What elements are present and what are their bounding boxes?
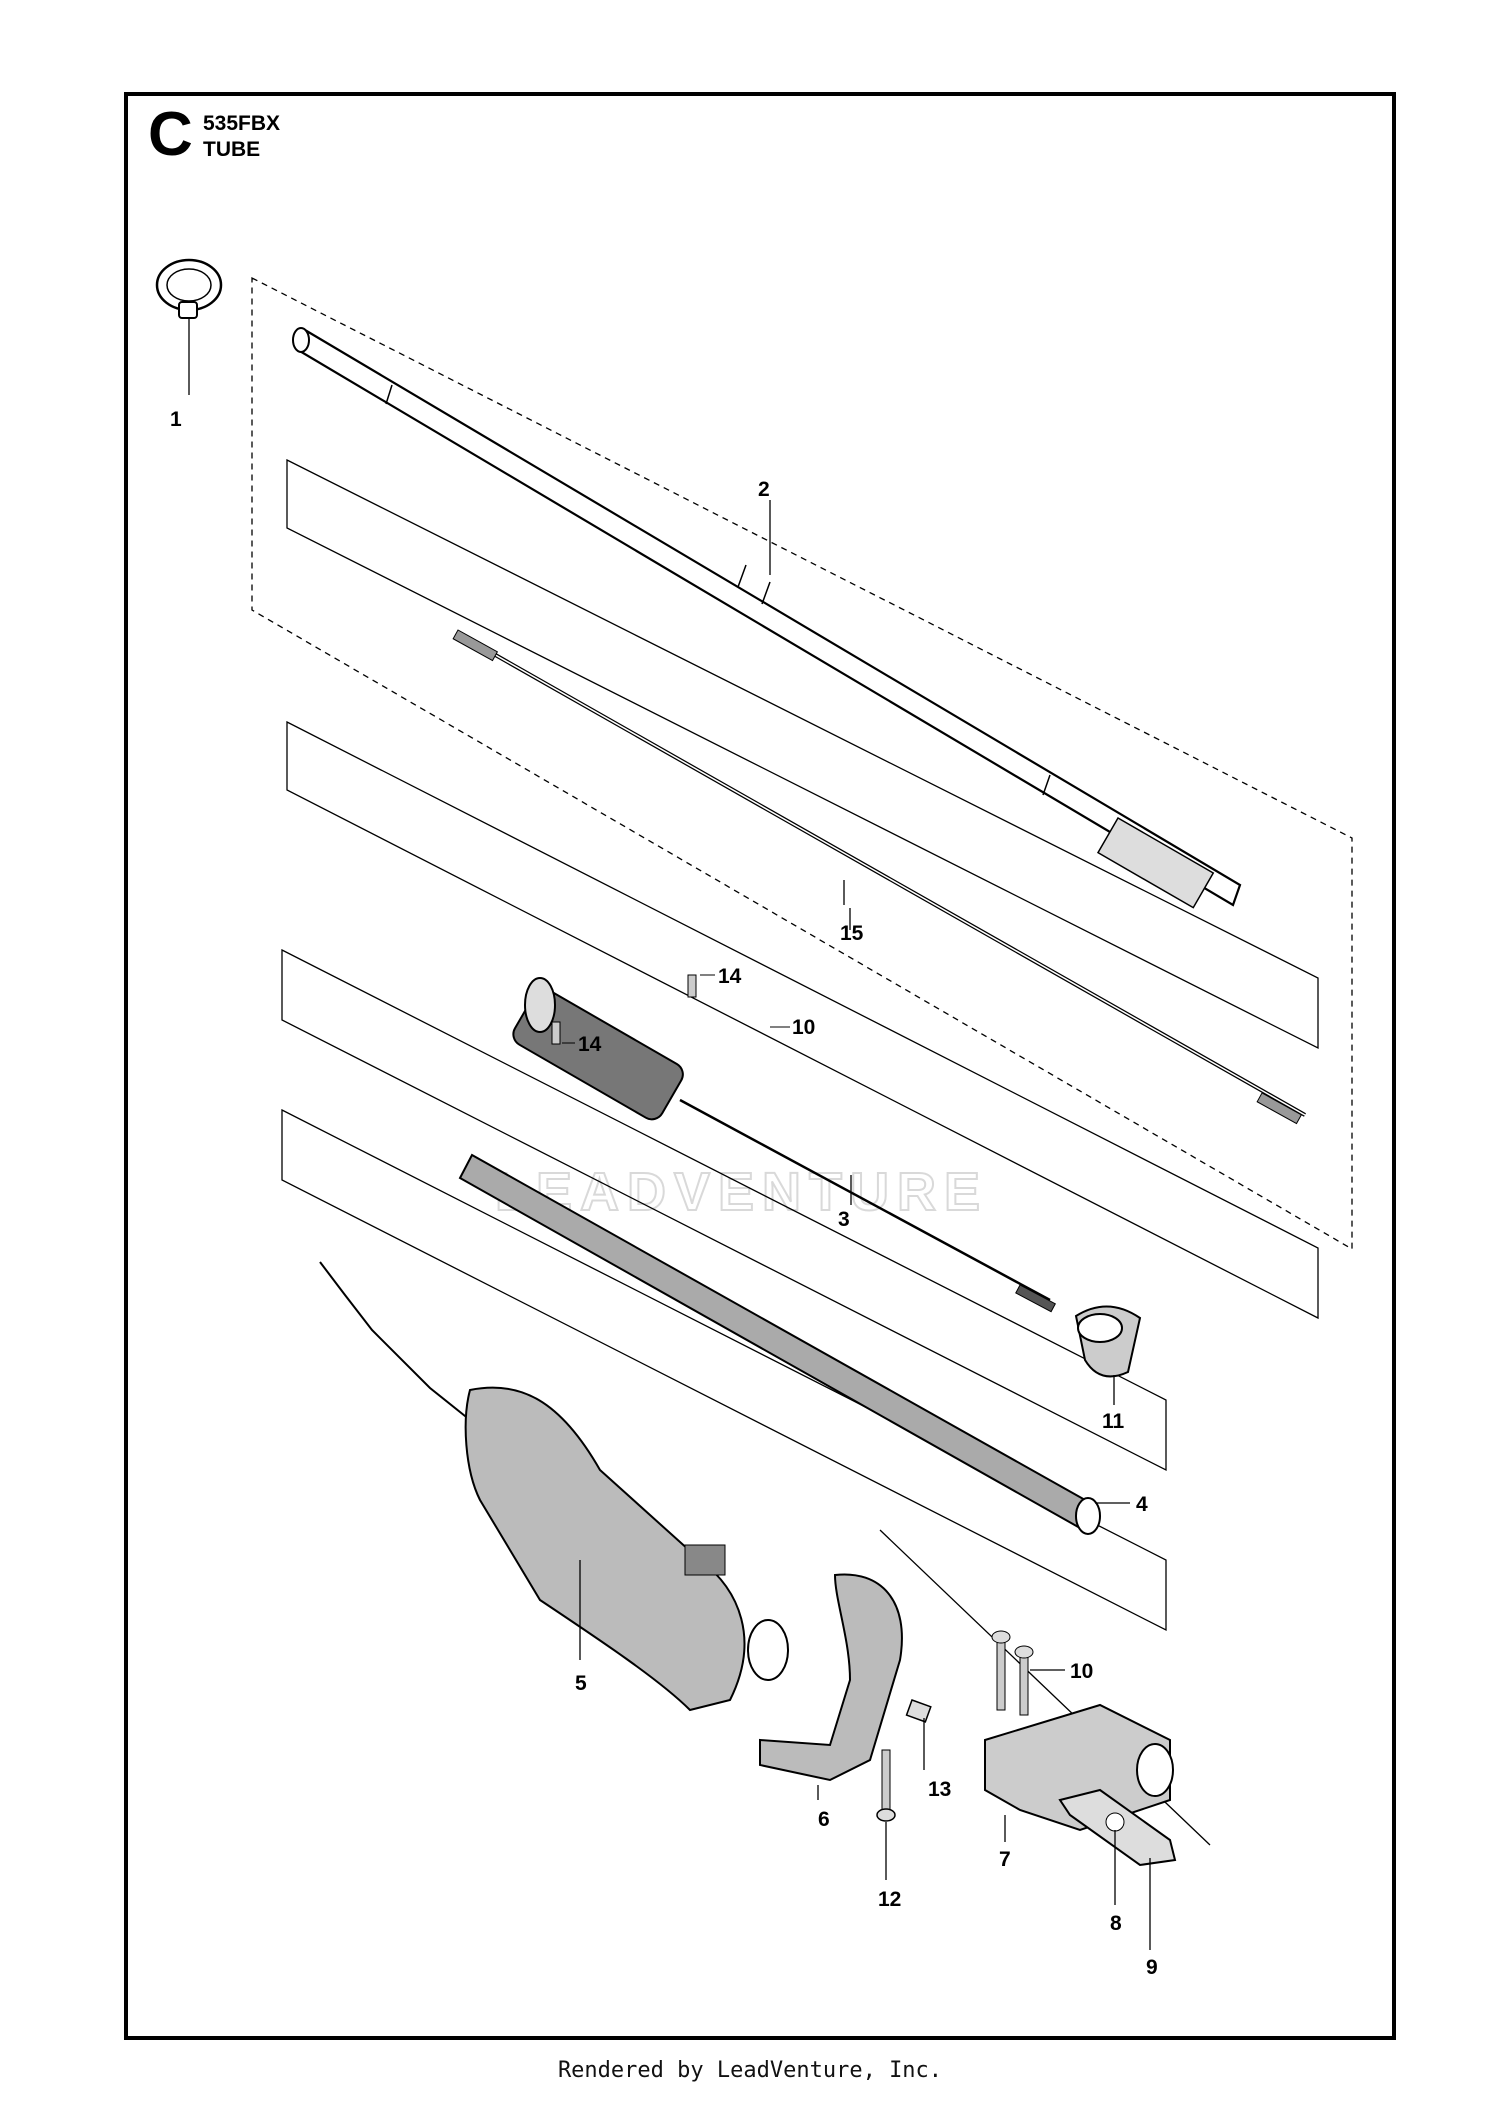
callout-labels: 1 2 15 14 10 14 3 11 4 5 10 13 6 7 12 8 … bbox=[170, 408, 1158, 1979]
part-11-sleeve bbox=[1074, 1305, 1142, 1378]
part-3-grip-tube bbox=[512, 977, 1056, 1313]
part-7-clamp bbox=[984, 1703, 1174, 1842]
callout-9: 9 bbox=[1146, 1956, 1158, 1979]
panel-outline-15 bbox=[286, 458, 1319, 1050]
callout-6: 6 bbox=[818, 1808, 830, 1831]
callout-2: 2 bbox=[758, 478, 770, 501]
footer-credit: Rendered by LeadVenture, Inc. bbox=[557, 2058, 943, 2083]
part-15-drive-shaft bbox=[452, 629, 1306, 1125]
part-1-clamp bbox=[155, 258, 223, 395]
assembly-outline-2 bbox=[251, 276, 1353, 1251]
callout-4: 4 bbox=[1136, 1493, 1148, 1516]
part-6-bracket bbox=[759, 1573, 903, 1800]
part-8-9-lever bbox=[1058, 1788, 1177, 1950]
panel-outline-11 bbox=[281, 948, 1167, 1472]
callout-12: 12 bbox=[878, 1888, 901, 1911]
callout-14: 14 bbox=[718, 965, 742, 988]
panel-outline-3 bbox=[286, 720, 1319, 1320]
callout-10: 10 bbox=[792, 1016, 815, 1039]
callout-8: 8 bbox=[1110, 1912, 1122, 1935]
part-14-screws bbox=[551, 500, 1130, 1504]
callout-14: 14 bbox=[578, 1033, 602, 1056]
model-number: 535FBX bbox=[203, 112, 281, 135]
part-2-tube bbox=[292, 327, 1242, 909]
callout-10: 10 bbox=[1070, 1660, 1093, 1683]
part-12-screw bbox=[876, 1749, 896, 1880]
callout-5: 5 bbox=[575, 1672, 587, 1695]
callout-11: 11 bbox=[1102, 1410, 1125, 1433]
callout-1: 1 bbox=[170, 408, 182, 431]
section-letter: C bbox=[148, 100, 193, 169]
part-5-handle bbox=[319, 1261, 789, 1712]
part-13-nut bbox=[905, 1699, 932, 1770]
part-10-screws bbox=[991, 1630, 1065, 1716]
callout-13: 13 bbox=[928, 1778, 951, 1801]
diagram-frame bbox=[124, 92, 1396, 2040]
callout-3: 3 bbox=[838, 1208, 850, 1231]
callout-15: 15 bbox=[840, 922, 864, 945]
callout-7: 7 bbox=[999, 1848, 1011, 1871]
part-4-tube bbox=[458, 1153, 1101, 1535]
diagram-title: TUBE bbox=[203, 138, 261, 161]
